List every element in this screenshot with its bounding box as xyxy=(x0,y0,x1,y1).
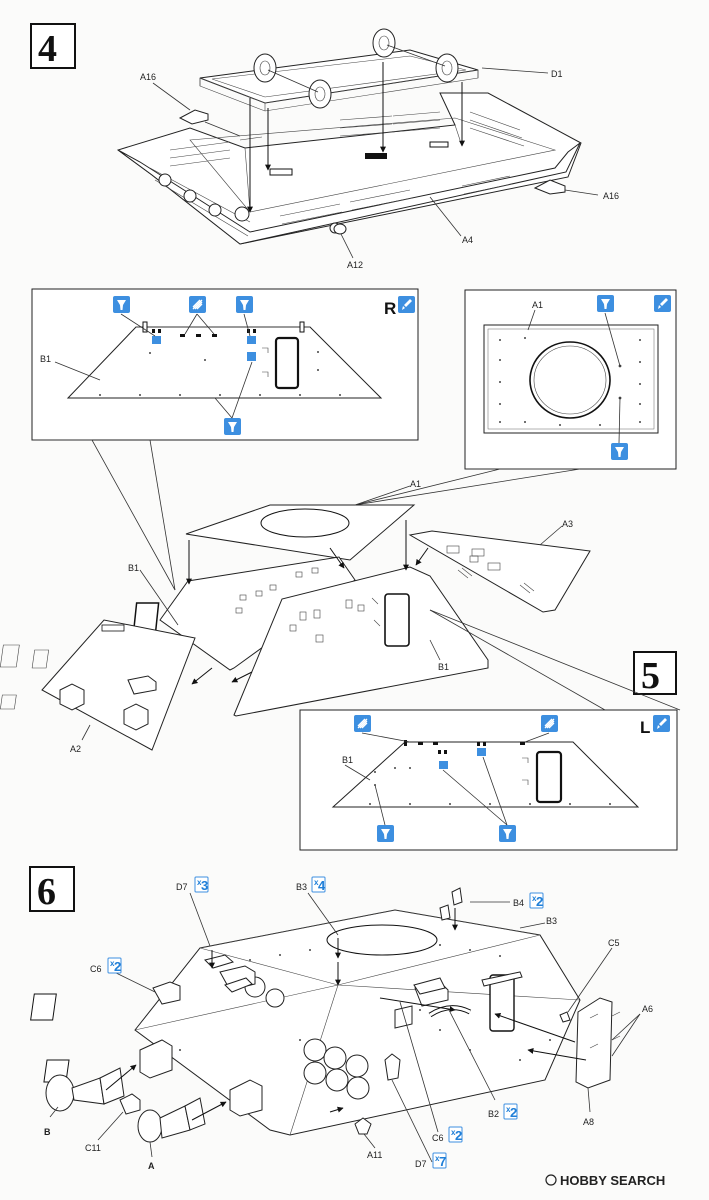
step-4: 4 xyxy=(30,23,619,270)
label-d7-bottom: D7 xyxy=(415,1159,427,1169)
part-a8 xyxy=(575,997,613,1089)
label-b1-right: B1 xyxy=(438,662,449,672)
label-b4: B4 xyxy=(513,898,524,908)
part-a2 xyxy=(41,619,196,751)
step-5-badge xyxy=(633,651,677,695)
label-a16-left: A16 xyxy=(140,72,156,82)
qty-b4: 2 xyxy=(536,894,543,909)
label-c6-left: C6 xyxy=(90,964,102,974)
part-b1-right xyxy=(233,566,489,717)
part-b4 xyxy=(439,904,451,921)
qty-prefix: x xyxy=(532,894,537,903)
frame-d1 xyxy=(199,28,479,112)
qty-prefix: x xyxy=(197,878,202,887)
watermark: HOBBY SEARCH xyxy=(545,1173,665,1188)
side-left-letter: L xyxy=(640,718,650,737)
step-5-number: 5 xyxy=(641,655,660,697)
step-5: A1 A3 B1 B1 xyxy=(0,479,677,754)
label-a8: A8 xyxy=(583,1117,594,1127)
label-b1-right-inset: B1 xyxy=(40,354,51,364)
label-a1: A1 xyxy=(410,479,421,489)
qty-prefix: x xyxy=(506,1105,511,1114)
label-b2: B2 xyxy=(488,1109,499,1119)
inset-left-side: L B1 xyxy=(299,709,678,851)
part-a3 xyxy=(408,530,591,613)
label-a2: A2 xyxy=(70,744,81,754)
label-a: A xyxy=(148,1161,155,1171)
part-c5 xyxy=(559,1011,571,1023)
label-a11: A11 xyxy=(367,1150,382,1160)
side-right-letter: R xyxy=(384,299,396,318)
part-a16-right xyxy=(533,179,566,195)
watermark-brand: HOBBY SEARCH xyxy=(560,1173,665,1188)
registered-icon xyxy=(545,1174,557,1186)
step-6-badge xyxy=(29,866,75,912)
part-c6-left xyxy=(152,981,181,1005)
label-c6-bottom: C6 xyxy=(432,1133,444,1143)
label-d7-top: D7 xyxy=(176,882,188,892)
step-4-badge xyxy=(30,23,76,69)
part-a11 xyxy=(354,1117,372,1135)
label-c5: C5 xyxy=(608,938,620,948)
qty-prefix: x xyxy=(451,1128,456,1137)
label-c11: C11 xyxy=(85,1143,101,1153)
label-a1-inset: A1 xyxy=(532,300,543,310)
label-b3-left: B3 xyxy=(296,882,307,892)
label-a4: A4 xyxy=(462,235,473,245)
part-a16-left xyxy=(178,109,209,125)
qty-d7-bottom: 7 xyxy=(439,1154,446,1169)
part-c11 xyxy=(119,1093,141,1115)
qty-c6-left: 2 xyxy=(114,959,121,974)
qty-prefix: x xyxy=(314,878,319,887)
qty-b2: 2 xyxy=(510,1105,517,1120)
label-b: B xyxy=(44,1127,51,1137)
label-a12: A12 xyxy=(347,260,363,270)
label-b3-right: B3 xyxy=(546,916,557,926)
qty-c6-bottom: 2 xyxy=(455,1128,462,1143)
label-a6: A6 xyxy=(642,1004,653,1014)
headlight-b xyxy=(45,1067,125,1112)
headlight-a xyxy=(137,1097,206,1143)
hull-tub-a4 xyxy=(116,92,582,245)
label-d1: D1 xyxy=(551,69,563,79)
qty-prefix: x xyxy=(110,959,115,968)
step-6: 6 xyxy=(29,866,653,1171)
label-b1-left: B1 xyxy=(128,563,139,573)
step-4-number: 4 xyxy=(38,28,57,70)
part-a12 xyxy=(333,223,347,235)
qty-prefix: x xyxy=(435,1154,440,1163)
step-6-number: 6 xyxy=(37,871,56,913)
qty-d7-top: 3 xyxy=(201,878,208,893)
inset-right-side: R B1 xyxy=(31,288,419,441)
label-b1-left-inset: B1 xyxy=(342,755,353,765)
label-a16-right: A16 xyxy=(603,191,619,201)
inset-top-a1: A1 xyxy=(464,289,677,470)
qty-b3-left: 4 xyxy=(318,878,326,893)
label-a3: A3 xyxy=(562,519,573,529)
hull-assembled xyxy=(30,909,581,1136)
